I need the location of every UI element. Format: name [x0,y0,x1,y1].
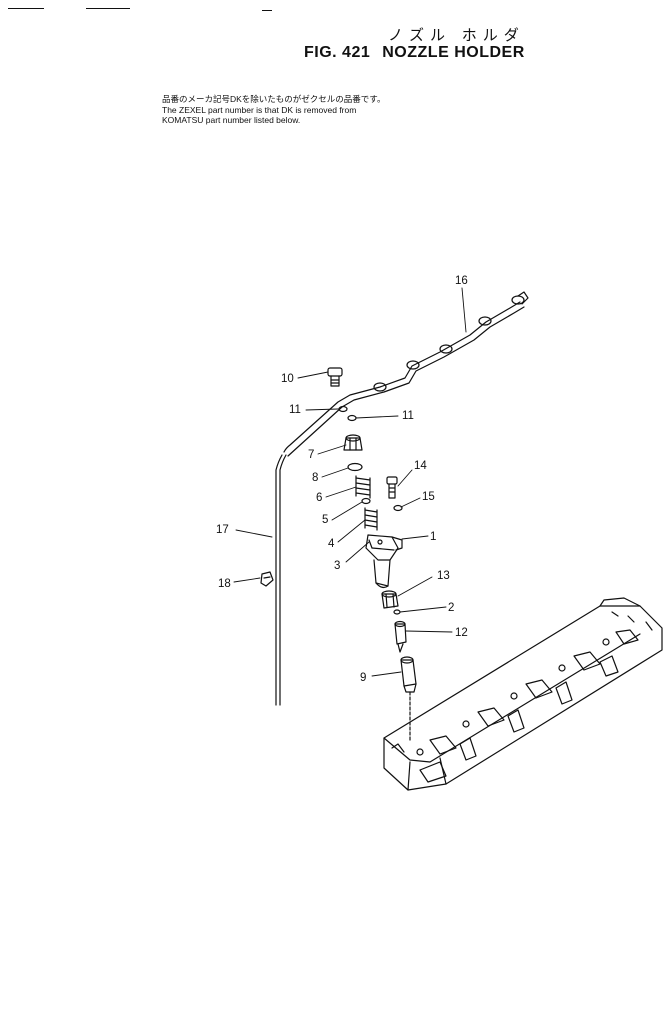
cylinder-head [383,597,663,791]
callout-18: 18 [218,578,231,590]
spring-6 [355,475,371,499]
callout-17: 17 [216,524,229,536]
callout-7: 7 [308,449,314,461]
leader-lines [233,287,467,677]
callout-13: 13 [437,570,450,582]
injection-pipe-16 [275,291,529,706]
figure-number: FIG. 421 [304,44,371,61]
clamp-18 [260,571,274,587]
callout-16: 16 [455,275,468,287]
callout-12: 12 [455,627,468,639]
gasket-15 [393,504,403,512]
callout-labels: 1 2 3 4 5 6 7 8 9 10 11 11 12 13 14 15 1… [216,275,468,684]
gasket-11-lower [347,414,357,422]
callout-10: 10 [281,373,294,385]
sleeve-9 [400,656,417,741]
eye-bolt-10 [327,367,343,387]
note-line-2: KOMATSU part number listed below. [162,115,301,125]
spring-4 [364,507,378,531]
scan-mark-3 [262,10,272,11]
callout-11-right: 11 [402,410,414,422]
callout-4: 4 [328,538,335,550]
callout-6: 6 [316,492,322,504]
scan-mark-1 [8,8,44,9]
callout-8: 8 [312,472,318,484]
pin-3 [368,539,373,549]
callout-9: 9 [360,672,366,684]
callout-1: 1 [430,531,436,543]
callout-15: 15 [422,491,435,503]
shim-2 [393,609,401,615]
part-number-note: 品番のメーカ記号DKを除いたものがゼクセルの品番です。 The ZEXEL pa… [162,94,385,126]
washer-8 [347,462,363,472]
bolt-14 [386,476,398,499]
note-line-japanese: 品番のメーカ記号DKを除いたものがゼクセルの品番です。 [162,94,386,104]
nut-7 [343,434,363,451]
note-line-1: The ZEXEL part number is that DK is remo… [162,104,357,115]
scan-mark-2 [86,8,130,9]
retaining-nut-13 [381,590,399,609]
callout-11-left: 11 [289,404,301,416]
figure-title: FIG. 421 NOZZLE HOLDER [304,44,525,62]
nozzle-12 [394,620,407,653]
callout-3: 3 [334,560,340,572]
callout-5: 5 [322,514,328,526]
nozzle-holder-1 [365,534,403,589]
callout-14: 14 [414,460,427,472]
figure-name: NOZZLE HOLDER [382,44,525,61]
gasket-11-upper [338,405,348,413]
washer-5 [361,497,371,505]
title-japanese: ノズル ホルダ [388,26,525,44]
callout-2: 2 [448,602,454,614]
